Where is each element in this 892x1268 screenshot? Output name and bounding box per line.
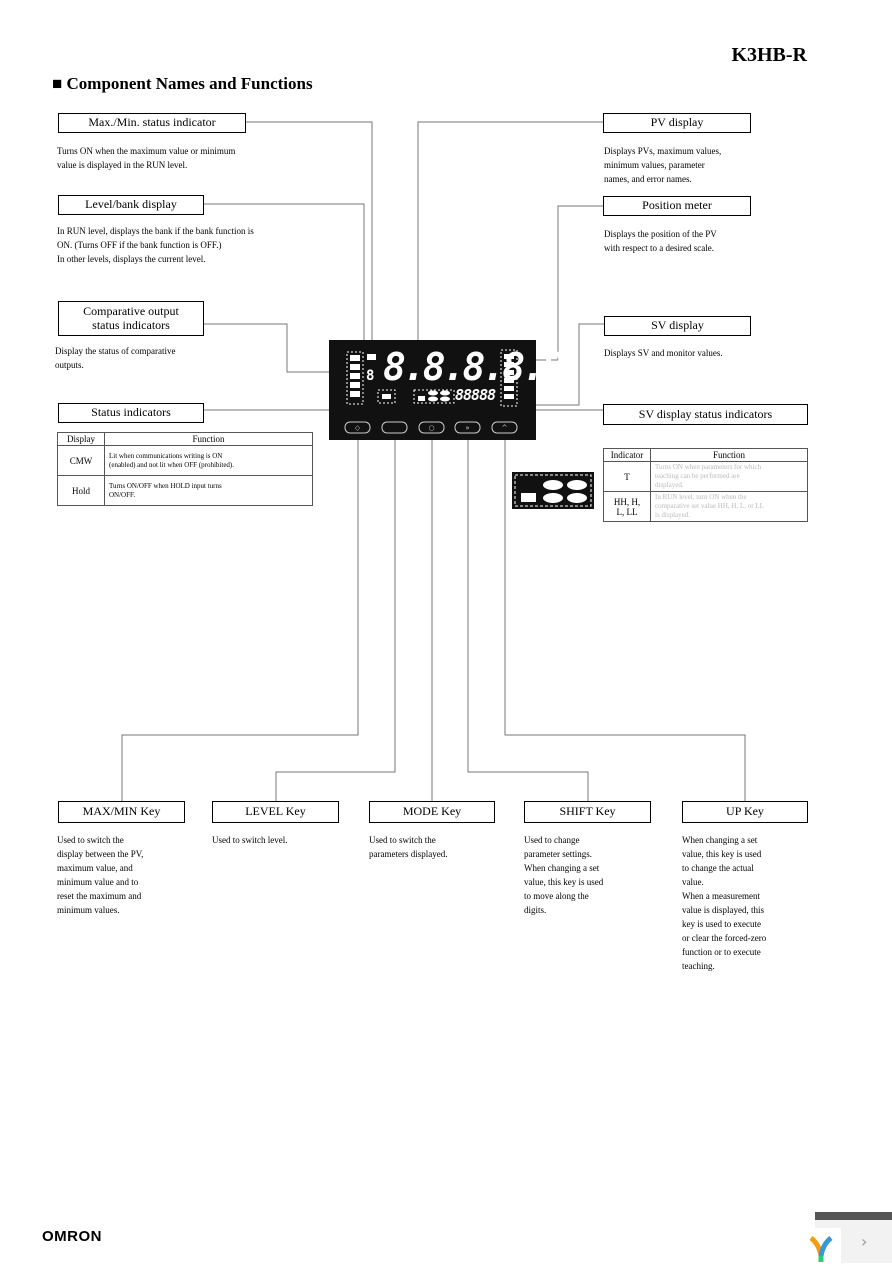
level-bank-digit: 8 — [366, 368, 375, 384]
desc-maxmin-key: Used to switch the display between the P… — [57, 835, 144, 915]
label-shift-key: SHIFT Key — [524, 801, 651, 823]
label-comparative-output: Comparative output status indicators — [58, 301, 204, 336]
label-pv-display: PV display — [603, 113, 751, 133]
model-number: K3HB-R — [731, 44, 807, 66]
desc-position-meter: Displays the position of the PV with res… — [604, 229, 717, 253]
svg-text:◇: ◇ — [355, 424, 361, 432]
desc-level-key: Used to switch level. — [212, 835, 288, 845]
svg-text:○: ○ — [428, 424, 434, 432]
desc-comparative-output: Display the status of comparative output… — [55, 346, 176, 370]
table-header: Display — [57, 432, 105, 446]
table-header: Indicator — [603, 448, 651, 462]
table-cell: Turns ON when parameters for which teach… — [650, 461, 808, 492]
label-maxmin-status: Max./Min. status indicator — [58, 113, 246, 133]
table-cell: In RUN level, turn ON when the comparati… — [650, 491, 808, 522]
label-sv-display: SV display — [604, 316, 751, 336]
table-cell: HH, H, L, LL — [603, 491, 651, 522]
desc-up-key: When changing a set value, this key is u… — [682, 835, 767, 971]
pv-digits: 8.8.8.8.8 — [383, 345, 565, 389]
table-cell: CMW — [57, 445, 105, 476]
label-level-key: LEVEL Key — [212, 801, 339, 823]
table-cell: Lit when communications writing is ON (e… — [104, 445, 313, 476]
label-maxmin-key: MAX/MIN Key — [58, 801, 185, 823]
app-logo-icon — [801, 1228, 841, 1268]
page-nav-widget: › — [801, 1212, 892, 1268]
label-mode-key: MODE Key — [369, 801, 495, 823]
desc-shift-key: Used to change parameter settings. When … — [524, 835, 604, 915]
label-sv-status-indicators: SV display status indicators — [603, 404, 808, 425]
table-header: Function — [104, 432, 313, 446]
label-position-meter: Position meter — [603, 196, 751, 216]
desc-maxmin-status: Turns ON when the maximum value or minim… — [57, 146, 236, 170]
desc-sv-display: Displays SV and monitor values. — [604, 348, 723, 358]
label-level-bank: Level/bank display — [58, 195, 204, 215]
desc-pv-display: Displays PVs, maximum values, minimum va… — [604, 146, 722, 184]
table-header: Function — [650, 448, 808, 462]
table-cell: Turns ON/OFF when HOLD input turns ON/OF… — [104, 475, 313, 506]
sv-digits: 88888 — [455, 386, 496, 404]
sv-indicator-table: Indicator Function T Turns ON when param… — [603, 448, 808, 522]
label-up-key: UP Key — [682, 801, 808, 823]
next-page-chevron-icon[interactable]: › — [861, 1232, 868, 1251]
sv-indicator-inset — [512, 472, 594, 509]
svg-text:»: » — [465, 424, 469, 432]
table-cell: Hold — [57, 475, 105, 506]
desc-level-bank: In RUN level, displays the bank if the b… — [57, 226, 254, 264]
status-indicator-table: Display Function CMW Lit when communicat… — [57, 432, 313, 506]
omron-logo: OMRON — [42, 1228, 102, 1245]
device-panel: ◇ ○ » ^ 8 8.8.8.8.8 88888 — [329, 340, 565, 440]
table-cell: T — [603, 461, 651, 492]
section-title: ■ Component Names and Functions — [52, 74, 313, 93]
svg-text:^: ^ — [502, 424, 508, 432]
label-status-indicators: Status indicators — [58, 403, 204, 423]
desc-mode-key: Used to switch the parameters displayed. — [369, 835, 448, 859]
